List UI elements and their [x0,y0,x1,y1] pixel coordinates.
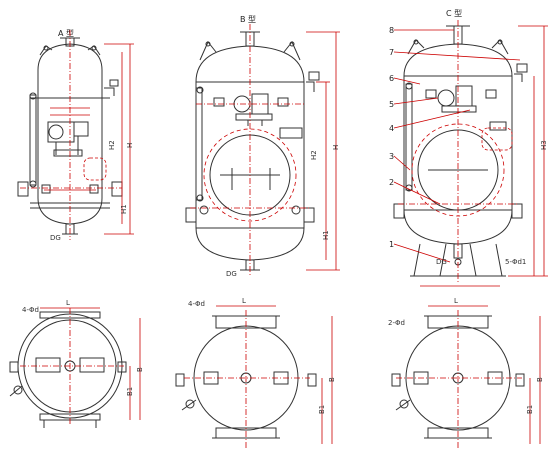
callout-8: 8 [389,26,394,35]
plan-c-dim-l: L [454,297,458,305]
view-a-elevation: A 型 [17,29,123,235]
callout-2: 2 [389,178,394,187]
plan-a-dim-b1: B1 [126,387,134,396]
view-c-dim-h3: H3 [540,140,548,150]
plan-c-dimensions [396,305,541,448]
view-a-dim-h2: H2 [108,140,116,150]
view-b-dim-h2: H2 [310,150,318,160]
view-c-dim-5phid1: 5-Φd1 [505,258,526,266]
view-b-dim-dg: DG [226,270,237,278]
plan-a-dim-l: L [66,299,70,307]
view-a-dim-h1: H1 [120,204,128,214]
plan-a-dimensions [20,307,141,426]
view-c-dimensions [393,20,548,287]
plan-a-dim-b: B [136,367,144,372]
view-b-dimensions [190,24,340,275]
view-b-elevation: B 型 [185,15,320,271]
callout-5: 5 [389,100,394,109]
callout-4: 4 [389,124,394,133]
view-b-title: B 型 [240,15,256,24]
callout-3: 3 [389,152,394,161]
plan-a-dim-4phid: 4-Φd [22,306,39,314]
plan-a [9,311,127,428]
plan-b-dim-b: B [328,377,336,382]
view-a-dim-dg: DG [50,234,61,242]
view-b-dim-h: H [332,145,340,150]
plan-b-dimensions [184,305,333,448]
plan-c-dim-b1: B1 [526,405,534,414]
plan-c-dim-2phid: 2-Φd [388,319,405,327]
view-a-dim-h: H [126,143,134,148]
callout-1: 1 [389,240,394,249]
view-a-title: A 型 [58,29,74,38]
plan-b-dim-l: L [242,297,246,305]
view-b-dim-h1: H1 [322,230,330,240]
view-c-title: C 型 [446,9,462,18]
view-c-dim-dg: DG [436,258,447,266]
plan-b-dim-4phid: 4-Φd [188,300,205,308]
plan-b-dim-b1: B1 [318,405,326,414]
view-a-dimensions [20,30,134,240]
callout-6: 6 [389,74,394,83]
plan-c-dim-b: B [536,377,544,382]
callout-7: 7 [389,48,394,57]
view-c-elevation: C 型 [393,9,528,277]
